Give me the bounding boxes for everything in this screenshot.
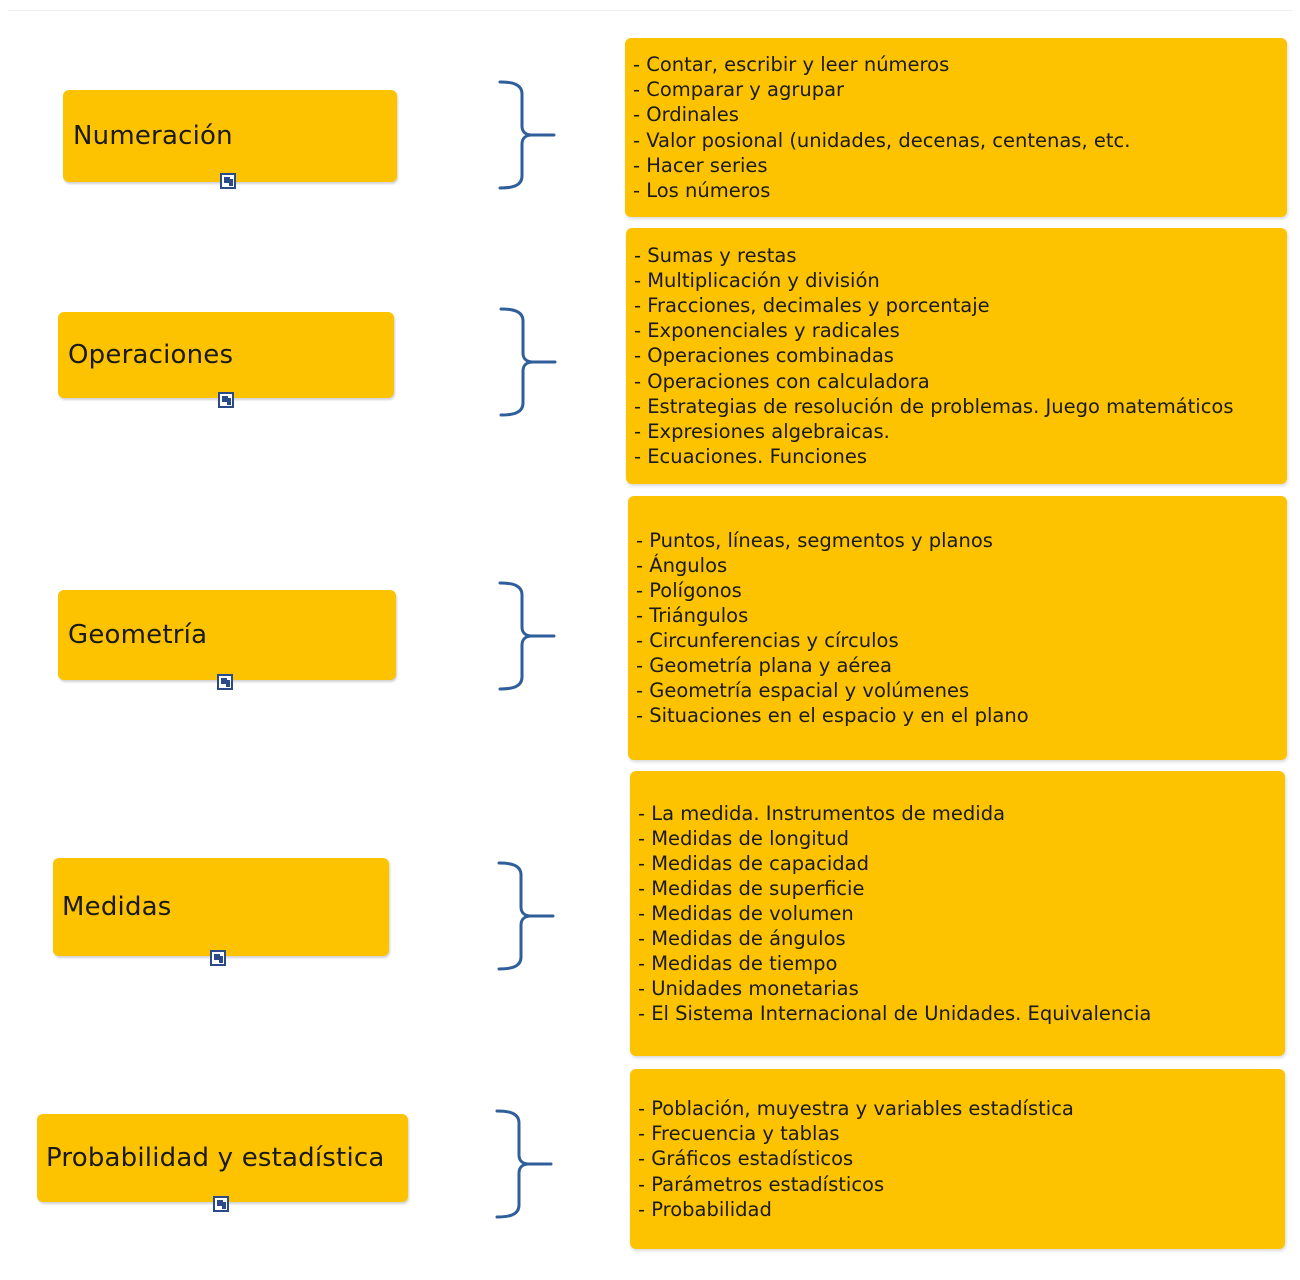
list-item: - Ordinales <box>633 103 739 127</box>
list-item: - Medidas de tiempo <box>638 952 838 976</box>
content-list: - Puntos, líneas, segmentos y planos - Á… <box>636 528 1287 729</box>
list-item: - Valor posional (unidades, decenas, cen… <box>633 128 1131 152</box>
topic-box-probabilidad[interactable]: Probabilidad y estadística <box>37 1114 408 1202</box>
list-item: - La medida. Instrumentos de medida <box>638 801 1006 825</box>
list-item: - Fracciones, decimales y porcentaje <box>634 294 990 318</box>
content-box-numeracion: - Contar, escribir y leer números - Comp… <box>625 38 1287 217</box>
list-item: - Sumas y restas <box>634 244 797 268</box>
topic-label: Operaciones <box>68 340 234 370</box>
document-link-icon[interactable] <box>220 173 236 189</box>
document-link-icon[interactable] <box>218 392 234 408</box>
list-item: - Operaciones con calculadora <box>634 369 930 393</box>
curly-brace-icon <box>498 581 556 691</box>
list-item: - Contar, escribir y leer números <box>633 53 950 77</box>
curly-brace-icon <box>495 1109 553 1219</box>
list-item: - Situaciones en el espacio y en el plan… <box>636 704 1029 728</box>
list-item: - Puntos, líneas, segmentos y planos <box>636 528 993 552</box>
topic-label: Probabilidad y estadística <box>46 1143 385 1173</box>
list-item: - Frecuencia y tablas <box>638 1122 840 1146</box>
list-item: - Población, muyestra y variables estadí… <box>638 1097 1074 1121</box>
content-list: - La medida. Instrumentos de medida - Me… <box>638 801 1285 1027</box>
topic-label: Medidas <box>62 892 172 922</box>
list-item: - Medidas de superficie <box>638 876 865 900</box>
content-box-probabilidad: - Población, muyestra y variables estadí… <box>630 1069 1285 1249</box>
list-item: - Estrategias de resolución de problemas… <box>634 394 1234 418</box>
topic-box-numeracion[interactable]: Numeración <box>63 90 397 182</box>
topic-box-geometria[interactable]: Geometría <box>58 590 396 680</box>
list-item: - Geometría plana y aérea <box>636 654 892 678</box>
list-item: - Unidades monetarias <box>638 977 859 1001</box>
list-item: - Polígonos <box>636 578 742 602</box>
list-item: - Circunferencias y círculos <box>636 629 899 652</box>
content-list: - Población, muyestra y variables estadí… <box>638 1096 1285 1221</box>
content-box-operaciones: - Sumas y restas - Multiplicación y divi… <box>626 228 1287 484</box>
list-item: - Ángulos <box>636 553 728 577</box>
list-item: - Medidas de longitud <box>638 826 849 850</box>
topic-label: Geometría <box>68 620 208 650</box>
curly-brace-icon <box>499 307 557 417</box>
curly-brace-icon <box>498 80 556 190</box>
content-box-geometria: - Puntos, líneas, segmentos y planos - Á… <box>628 496 1287 760</box>
list-item: - Multiplicación y división <box>634 269 880 293</box>
content-list: - Sumas y restas - Multiplicación y divi… <box>634 243 1287 469</box>
content-box-medidas: - La medida. Instrumentos de medida - Me… <box>630 771 1285 1056</box>
list-item: - El Sistema Internacional de Unidades. … <box>638 1002 1152 1026</box>
list-item: - Gráficos estadísticos <box>638 1147 854 1171</box>
list-item: - Ecuaciones. Funciones <box>634 444 868 468</box>
list-item: - Triángulos <box>636 603 749 627</box>
list-item: - Hacer series <box>633 153 768 177</box>
topic-label: Numeración <box>73 121 233 151</box>
list-item: - Parámetros estadísticos <box>638 1172 885 1196</box>
list-item: - Operaciones combinadas <box>634 344 894 368</box>
top-frame-line <box>8 10 1292 11</box>
curly-brace-icon <box>497 861 555 971</box>
list-item: - Medidas de volumen <box>638 901 854 925</box>
list-item: - Probabilidad <box>638 1197 772 1221</box>
topic-box-medidas[interactable]: Medidas <box>53 858 389 956</box>
document-link-icon[interactable] <box>213 1196 229 1212</box>
topic-box-operaciones[interactable]: Operaciones <box>58 312 394 398</box>
document-link-icon[interactable] <box>217 674 233 690</box>
list-item: - Geometría espacial y volúmenes <box>636 679 970 703</box>
list-item: - Expresiones algebraicas. <box>634 419 890 443</box>
list-item: - Los números <box>633 178 771 202</box>
list-item: - Exponenciales y radicales <box>634 319 900 343</box>
list-item: - Medidas de ángulos <box>638 927 846 951</box>
list-item: - Medidas de capacidad <box>638 851 869 875</box>
list-item: - Comparar y agrupar <box>633 78 845 102</box>
document-link-icon[interactable] <box>210 950 226 966</box>
content-list: - Contar, escribir y leer números - Comp… <box>633 52 1287 203</box>
